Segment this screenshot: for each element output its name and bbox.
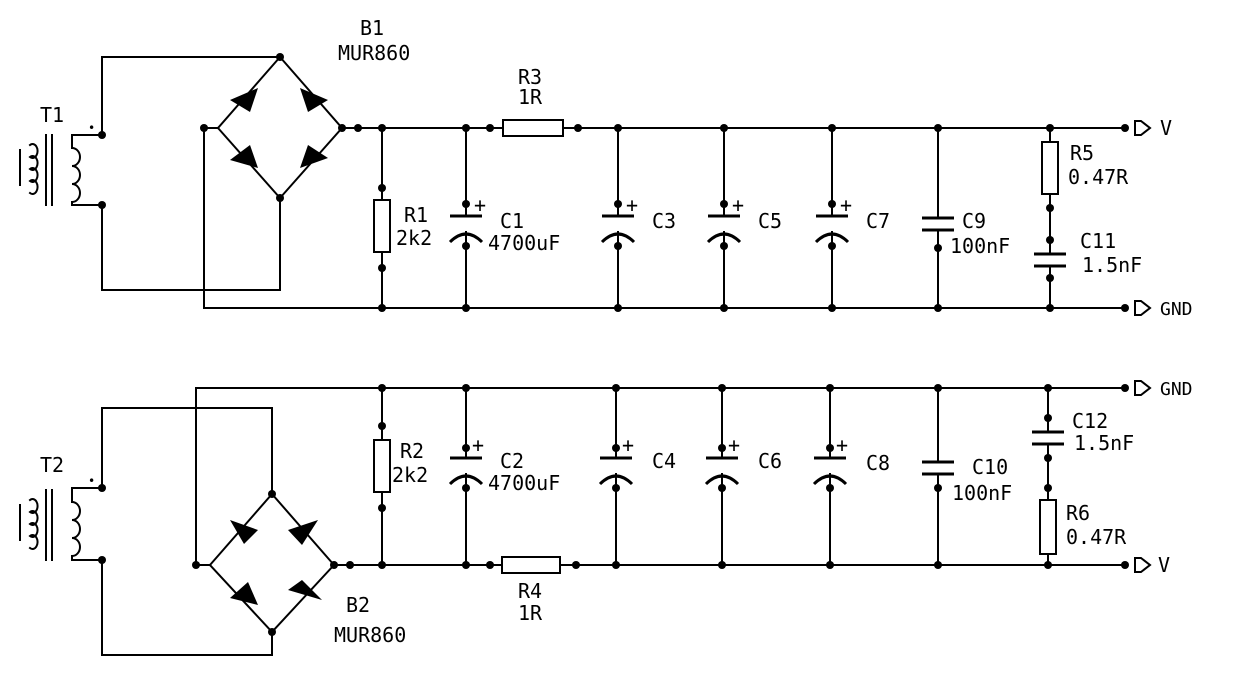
bridge-b2: B2 MUR860 bbox=[208, 492, 406, 647]
svg-text:•: • bbox=[88, 474, 95, 488]
snubber-c12-r6: C12 1.5nF R6 0.47R bbox=[1032, 387, 1134, 566]
r3-value: 1R bbox=[518, 85, 543, 109]
cap-c3: + C3 bbox=[600, 127, 676, 309]
r2-value: 2k2 bbox=[392, 463, 428, 487]
upper-junctions bbox=[98, 53, 1129, 312]
cap-c5: + C5 bbox=[706, 127, 782, 309]
c11-value: 1.5nF bbox=[1082, 253, 1142, 277]
c5-plus: + bbox=[732, 193, 744, 217]
t1-label: T1 bbox=[40, 103, 64, 127]
c12-ref: C12 bbox=[1072, 409, 1108, 433]
r6-ref: R6 bbox=[1066, 501, 1090, 525]
lower-v-label: V bbox=[1158, 553, 1170, 577]
c7-plus: + bbox=[840, 193, 852, 217]
cap-c6: + C6 bbox=[704, 387, 782, 566]
b2-part: MUR860 bbox=[334, 623, 406, 647]
b1-ref: B1 bbox=[360, 16, 384, 40]
cap-c9: C9 100nF bbox=[922, 127, 1010, 309]
c4-plus: + bbox=[622, 433, 634, 457]
c2-value: 4700uF bbox=[488, 471, 560, 495]
r6-value: 0.47R bbox=[1066, 525, 1127, 549]
upper-v-label: V bbox=[1160, 116, 1172, 140]
r3-ref: R3 bbox=[518, 65, 542, 89]
r5-value: 0.47R bbox=[1068, 165, 1129, 189]
r1-ref: R1 bbox=[404, 203, 428, 227]
c8-plus: + bbox=[836, 433, 848, 457]
c1-value: 4700uF bbox=[488, 231, 560, 255]
upper-gnd-label: GND bbox=[1160, 299, 1193, 320]
r4-ref: R4 bbox=[518, 579, 542, 603]
transformer-t1: • T1 bbox=[19, 103, 103, 206]
upper-gnd-terminal: GND bbox=[1134, 299, 1193, 320]
c3-ref: C3 bbox=[652, 209, 676, 233]
c9-ref: C9 bbox=[962, 209, 986, 233]
c4-ref: C4 bbox=[652, 449, 676, 473]
cap-c1: + C1 4700uF bbox=[448, 127, 560, 309]
c10-ref: C10 bbox=[972, 455, 1008, 479]
lower-gnd-label: GND bbox=[1160, 379, 1193, 400]
c2-ref: C2 bbox=[500, 449, 524, 473]
cap-c8: + C8 bbox=[812, 387, 890, 566]
b1-part: MUR860 bbox=[338, 41, 410, 65]
c1-ref: C1 bbox=[500, 209, 524, 233]
lower-v-terminal: V bbox=[1134, 553, 1170, 577]
c2-plus: + bbox=[472, 433, 484, 457]
c1-plus: + bbox=[474, 193, 486, 217]
c6-ref: C6 bbox=[758, 449, 782, 473]
snubber-r5-c11: R5 0.47R C11 1.5nF bbox=[1034, 127, 1142, 309]
c9-value: 100nF bbox=[950, 234, 1010, 258]
bridge-b1: B1 MUR860 bbox=[216, 16, 410, 200]
cap-c4: + C4 bbox=[598, 387, 676, 566]
r2-ref: R2 bbox=[400, 439, 424, 463]
cap-c2: + C2 4700uF bbox=[448, 387, 560, 566]
c11-ref: C11 bbox=[1080, 229, 1116, 253]
transformer-t2: • T2 bbox=[19, 453, 103, 561]
cap-c7: + C7 bbox=[814, 127, 890, 309]
c12-value: 1.5nF bbox=[1074, 431, 1134, 455]
c6-plus: + bbox=[728, 433, 740, 457]
cap-c10: C10 100nF bbox=[922, 387, 1012, 566]
c3-plus: + bbox=[626, 193, 638, 217]
lower-junctions bbox=[98, 384, 1129, 636]
b2-ref: B2 bbox=[346, 593, 370, 617]
upper-v-terminal: V bbox=[1134, 116, 1172, 140]
lower-gnd-terminal: GND bbox=[1134, 379, 1193, 400]
c10-value: 100nF bbox=[952, 481, 1012, 505]
upper-supply: • T1 B1 MUR860 R3 1R R1 bbox=[19, 16, 1193, 320]
c8-ref: C8 bbox=[866, 451, 890, 475]
lower-supply: • T2 B2 MUR860 R4 1R R2 bbox=[19, 379, 1193, 656]
r4-value: 1R bbox=[518, 601, 543, 625]
r1-value: 2k2 bbox=[396, 226, 432, 250]
c7-ref: C7 bbox=[866, 209, 890, 233]
r5-ref: R5 bbox=[1070, 141, 1094, 165]
t2-label: T2 bbox=[40, 453, 64, 477]
c5-ref: C5 bbox=[758, 209, 782, 233]
svg-text:•: • bbox=[88, 121, 95, 135]
